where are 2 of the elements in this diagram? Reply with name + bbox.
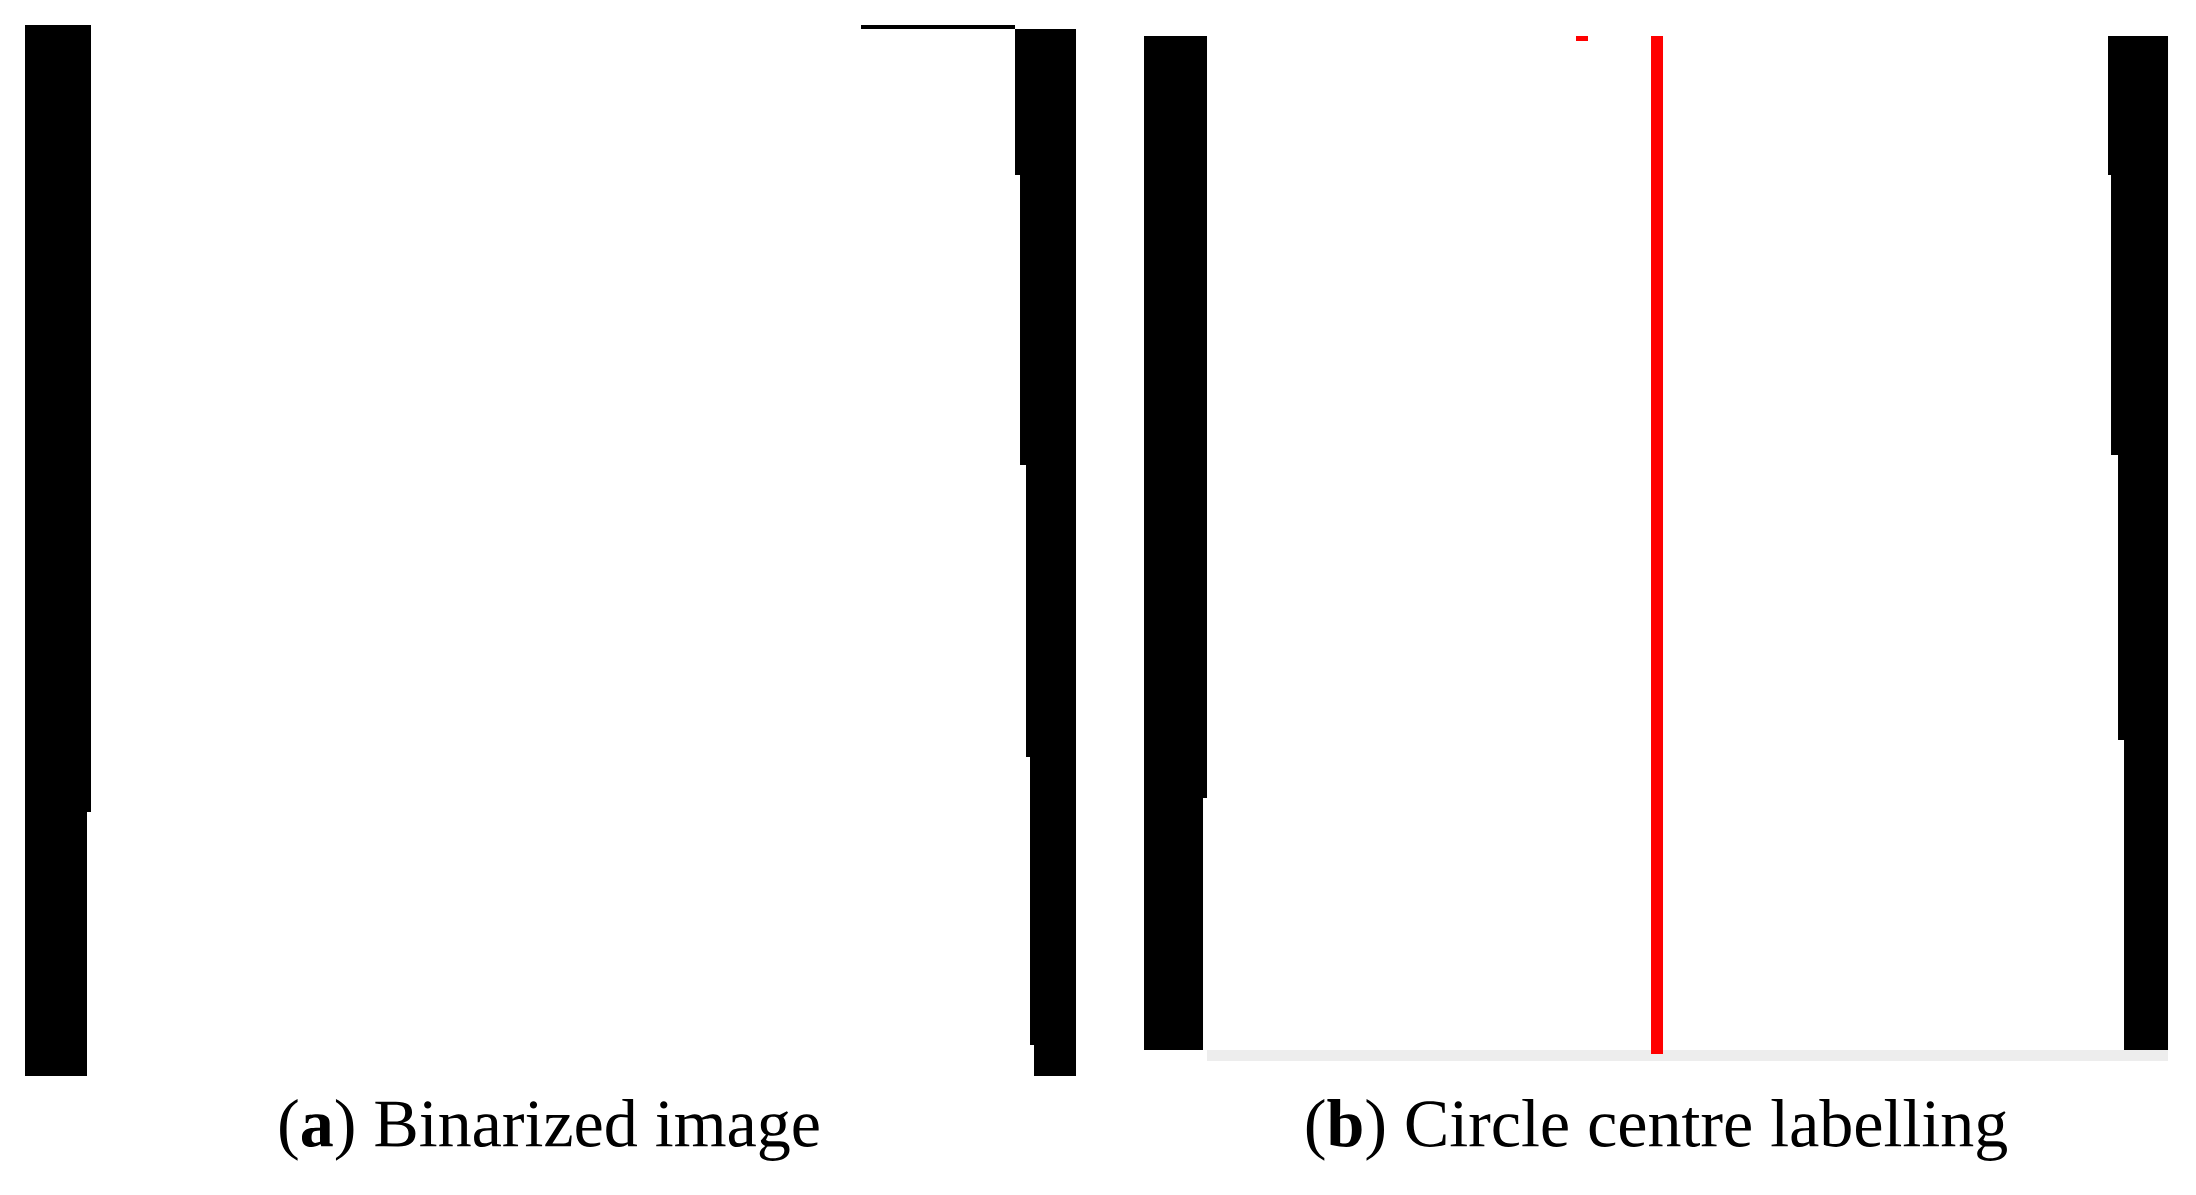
panel-caption: (a) Binarized image <box>280 1099 819 1161</box>
panel-caption: (b) Circle centre labelling <box>1306 1099 2007 1161</box>
